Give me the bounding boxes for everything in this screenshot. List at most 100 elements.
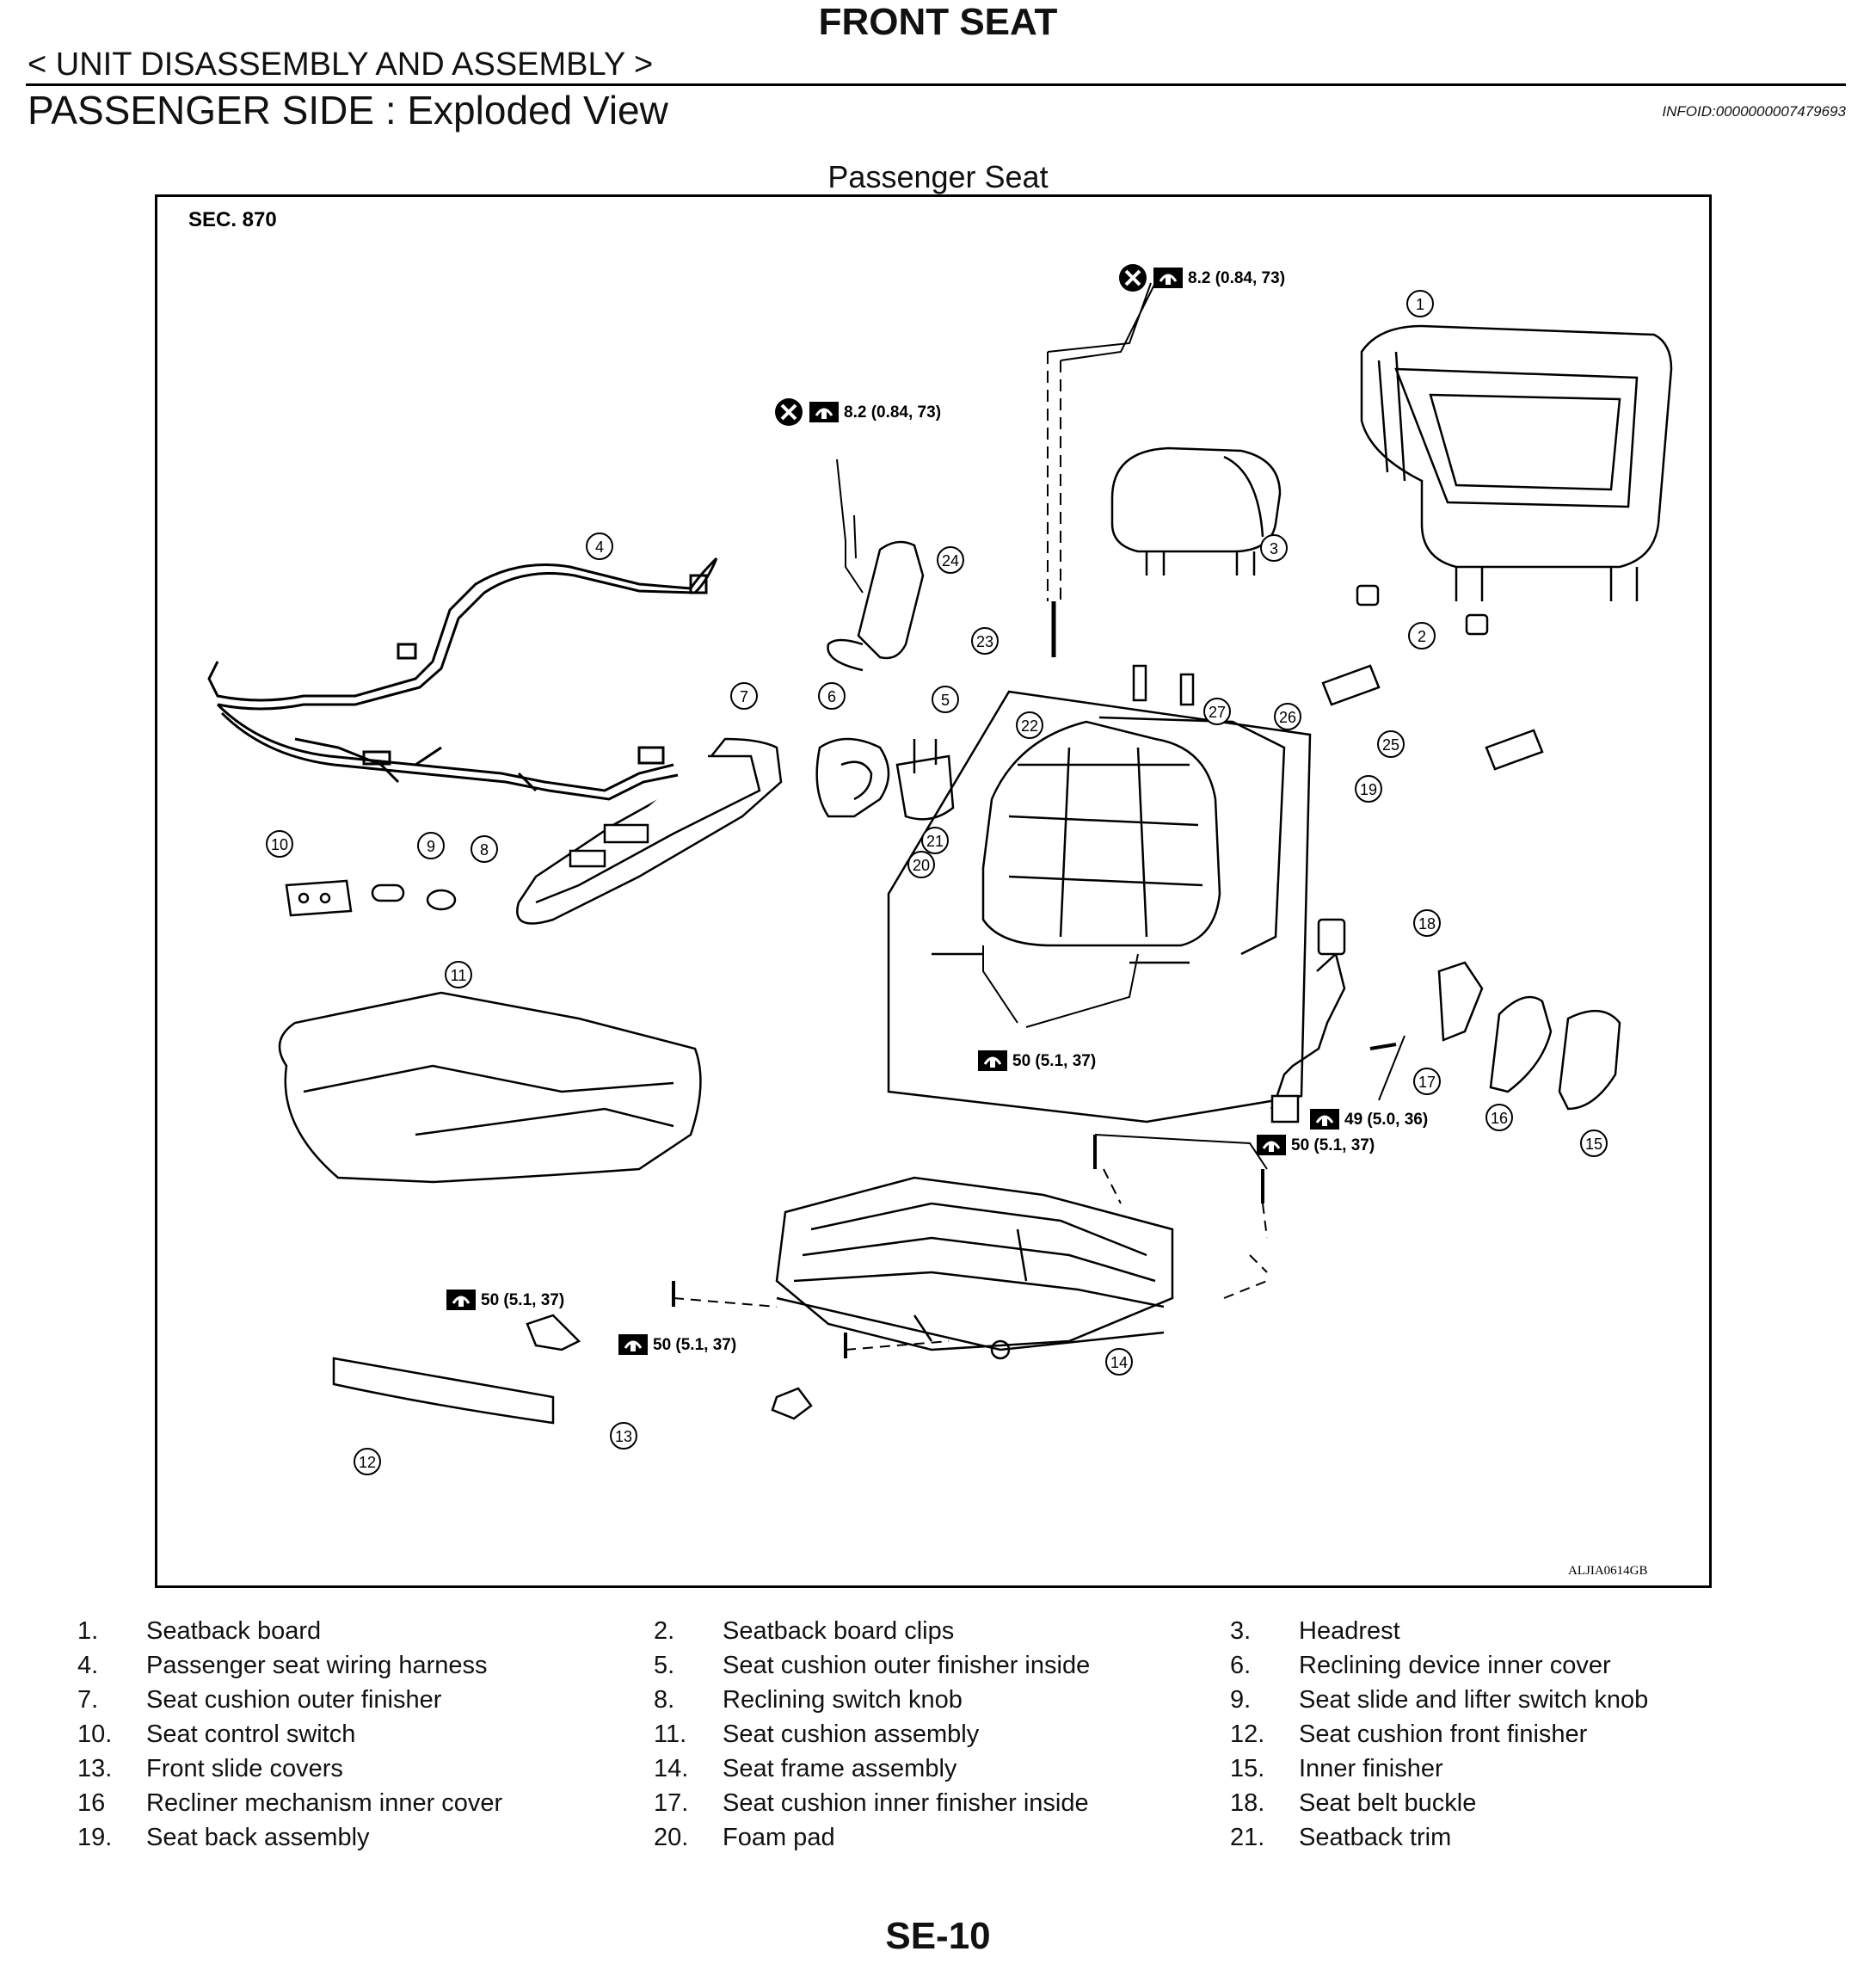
svg-text:24: 24: [942, 552, 959, 569]
svg-text:19: 19: [1360, 781, 1377, 798]
svg-text:22: 22: [1021, 717, 1038, 735]
torque-spec-frame-right: 50 (5.1, 37): [1255, 1133, 1375, 1157]
callout-18: 18: [1413, 909, 1441, 937]
legend-number: 14.: [654, 1754, 689, 1782]
page-title: FRONT SEAT: [818, 1, 1058, 43]
callout-3: 3: [1260, 534, 1288, 562]
svg-text:1: 1: [1416, 296, 1424, 313]
slide-covers-drawing: [526, 1314, 813, 1420]
svg-text:50 (5.1, 37): 50 (5.1, 37): [653, 1336, 736, 1354]
legend-label: Seat cushion assembly: [723, 1720, 980, 1748]
figure-title: Passenger Seat: [827, 159, 1049, 194]
legend-row: 10. Seat control switch 11.Seat cushion as…: [77, 1717, 1849, 1751]
svg-text:8: 8: [480, 841, 489, 859]
legend-item: 19.Seat back assembly: [77, 1824, 654, 1852]
legend-item: 7. Seat cushion outer finisher: [77, 1686, 654, 1714]
callout-2: 2: [1408, 622, 1436, 649]
callout-15: 15: [1580, 1130, 1608, 1157]
exploded-view-figure: SEC. 870 ALJIA0614GB: [155, 194, 1712, 1588]
callout-19: 19: [1355, 775, 1382, 803]
legend-item: 4.Passenger seat wiring harness: [77, 1652, 654, 1680]
legend-label: Seat control switch: [146, 1720, 356, 1748]
lifter-switch-knob-drawing: [371, 883, 405, 902]
callout-12: 12: [354, 1448, 381, 1475]
svg-text:11: 11: [451, 967, 467, 984]
legend-label: Seatback board clips: [723, 1616, 955, 1645]
svg-text:50 (5.1, 37): 50 (5.1, 37): [481, 1291, 564, 1309]
legend-item: 21. Seatback trim: [1230, 1824, 1806, 1852]
svg-text:15: 15: [1585, 1136, 1602, 1153]
svg-text:2: 2: [1418, 628, 1426, 645]
callout-16: 16: [1485, 1104, 1513, 1131]
svg-text:5: 5: [941, 692, 950, 709]
callout-13: 13: [610, 1422, 637, 1450]
legend-label: Passenger seat wiring harness: [146, 1651, 488, 1679]
page-number: SE-10: [885, 1915, 991, 1957]
callout-1: 1: [1406, 290, 1434, 317]
side-component-drawing: [827, 540, 925, 672]
legend-item: 14.Seat frame assembly: [654, 1755, 1230, 1783]
legend-item: 18.Seat belt buckle: [1230, 1789, 1806, 1818]
legend-item: 10. Seat control switch: [77, 1721, 654, 1749]
legend-label: Seat cushion front finisher: [1299, 1720, 1588, 1748]
svg-text:20: 20: [913, 857, 930, 874]
svg-text:10: 10: [271, 836, 288, 853]
callout-8: 8: [471, 835, 498, 863]
legend-item: 20.Foam pad: [654, 1824, 1230, 1852]
svg-text:26: 26: [1279, 709, 1296, 726]
outer-finisher-inside-drawing: [895, 739, 955, 821]
legend-item: 9.Seat slide and lifter switch knob: [1230, 1686, 1806, 1714]
rod-drawing: [836, 282, 1156, 657]
callout-22: 22: [1016, 711, 1043, 739]
svg-text:25: 25: [1382, 736, 1399, 754]
svg-text:4: 4: [595, 539, 604, 556]
callout-10: 10: [266, 830, 293, 858]
exploded-view-drawing: SEC. 870 ALJIA0614GB: [188, 208, 1673, 1578]
legend-label: Seat slide and lifter switch knob: [1299, 1685, 1649, 1714]
callout-9: 9: [417, 832, 445, 859]
legend-label: Recliner mechanism inner cover: [146, 1788, 503, 1817]
callout-4: 4: [586, 532, 613, 560]
torque-spec-frame-left: 50 (5.1, 37): [445, 1288, 564, 1312]
svg-text:27: 27: [1209, 704, 1226, 721]
legend-label: Seat cushion outer finisher: [146, 1685, 442, 1714]
section-breadcrumb: < UNIT DISASSEMBLY AND ASSEMBLY >: [28, 46, 654, 83]
legend-number: 13.: [77, 1754, 113, 1782]
legend-item: 6.Reclining device inner cover: [1230, 1652, 1806, 1680]
svg-text:50 (5.1, 37): 50 (5.1, 37): [1291, 1136, 1375, 1154]
legend-item: 2.Seatback board clips: [654, 1617, 1230, 1646]
legend-item: 13.Front slide covers: [77, 1755, 654, 1783]
torque-spec-buckle: 49 (5.0, 36): [1308, 1107, 1428, 1131]
legend-number: 10.: [77, 1720, 113, 1748]
callout-26: 26: [1274, 703, 1301, 730]
legend-number: 8.: [654, 1685, 675, 1714]
callout-20: 20: [907, 851, 935, 878]
legend-item: 11.Seat cushion assembly: [654, 1721, 1230, 1749]
svg-text:12: 12: [359, 1454, 376, 1471]
legend-label: Seat back assembly: [146, 1823, 370, 1851]
legend-number: 6.: [1230, 1651, 1252, 1679]
svg-text:9: 9: [427, 838, 435, 855]
torque-spec-top-left: 8.2 (0.84, 73): [773, 397, 941, 428]
svg-text:6: 6: [827, 688, 836, 705]
legend-label: Headrest: [1299, 1616, 1400, 1645]
legend-number: 12.: [1230, 1720, 1265, 1748]
legend-label: Seatback trim: [1299, 1823, 1452, 1851]
legend-number: 18.: [1230, 1788, 1265, 1817]
svg-text:23: 23: [976, 633, 993, 650]
legend-number: 7.: [77, 1685, 99, 1714]
headrest-drawing: [1110, 446, 1282, 576]
section-number: SEC. 870: [188, 208, 277, 231]
fastener-lines: [672, 945, 1405, 1358]
info-id: INFOID:0000000007479693: [1662, 103, 1846, 120]
callout-23: 23: [971, 627, 999, 655]
svg-text:18: 18: [1418, 915, 1436, 933]
front-finisher-drawing: [332, 1357, 555, 1425]
callout-17: 17: [1413, 1068, 1441, 1095]
svg-text:7: 7: [740, 688, 748, 705]
callout-group: 1234567891011121314151617181920212223242…: [266, 290, 1608, 1475]
legend-number: 21.: [1230, 1823, 1265, 1851]
svg-text:16: 16: [1491, 1110, 1508, 1127]
reclining-inner-cover-drawing: [815, 737, 890, 818]
